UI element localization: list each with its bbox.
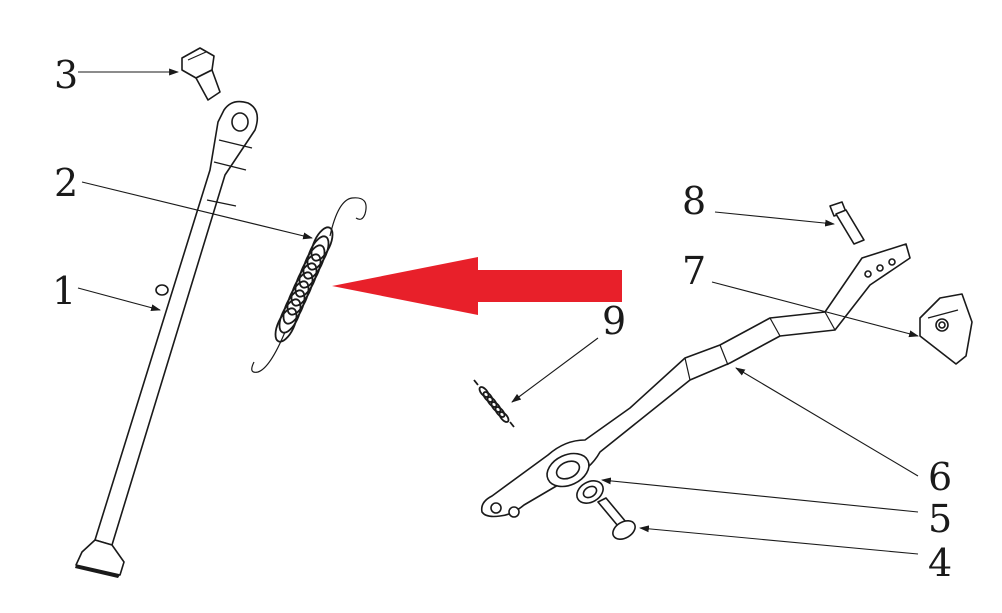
pad-bolt-part [829, 201, 865, 245]
callout-2: 2 [54, 161, 78, 205]
pedal-bushing-part [576, 480, 604, 504]
direction-arrow [332, 257, 622, 315]
leader-lines [77, 68, 919, 555]
callout-7: 7 [682, 249, 706, 293]
small-spring-part [473, 379, 515, 428]
callout-3: 3 [54, 53, 78, 97]
stand-spring-part [251, 197, 367, 373]
side-stand-part [75, 100, 259, 578]
callout-8: 8 [682, 179, 706, 223]
pedal-pad-part [919, 293, 973, 365]
pedal-pivot-bolt-part [597, 497, 636, 540]
brake-pedal-part [480, 243, 911, 518]
callout-4: 4 [928, 541, 952, 585]
callout-1: 1 [52, 269, 76, 313]
pivot-bolt-part [181, 47, 221, 101]
callout-9: 9 [602, 299, 626, 343]
callout-5: 5 [928, 497, 952, 541]
callout-6: 6 [928, 455, 952, 499]
